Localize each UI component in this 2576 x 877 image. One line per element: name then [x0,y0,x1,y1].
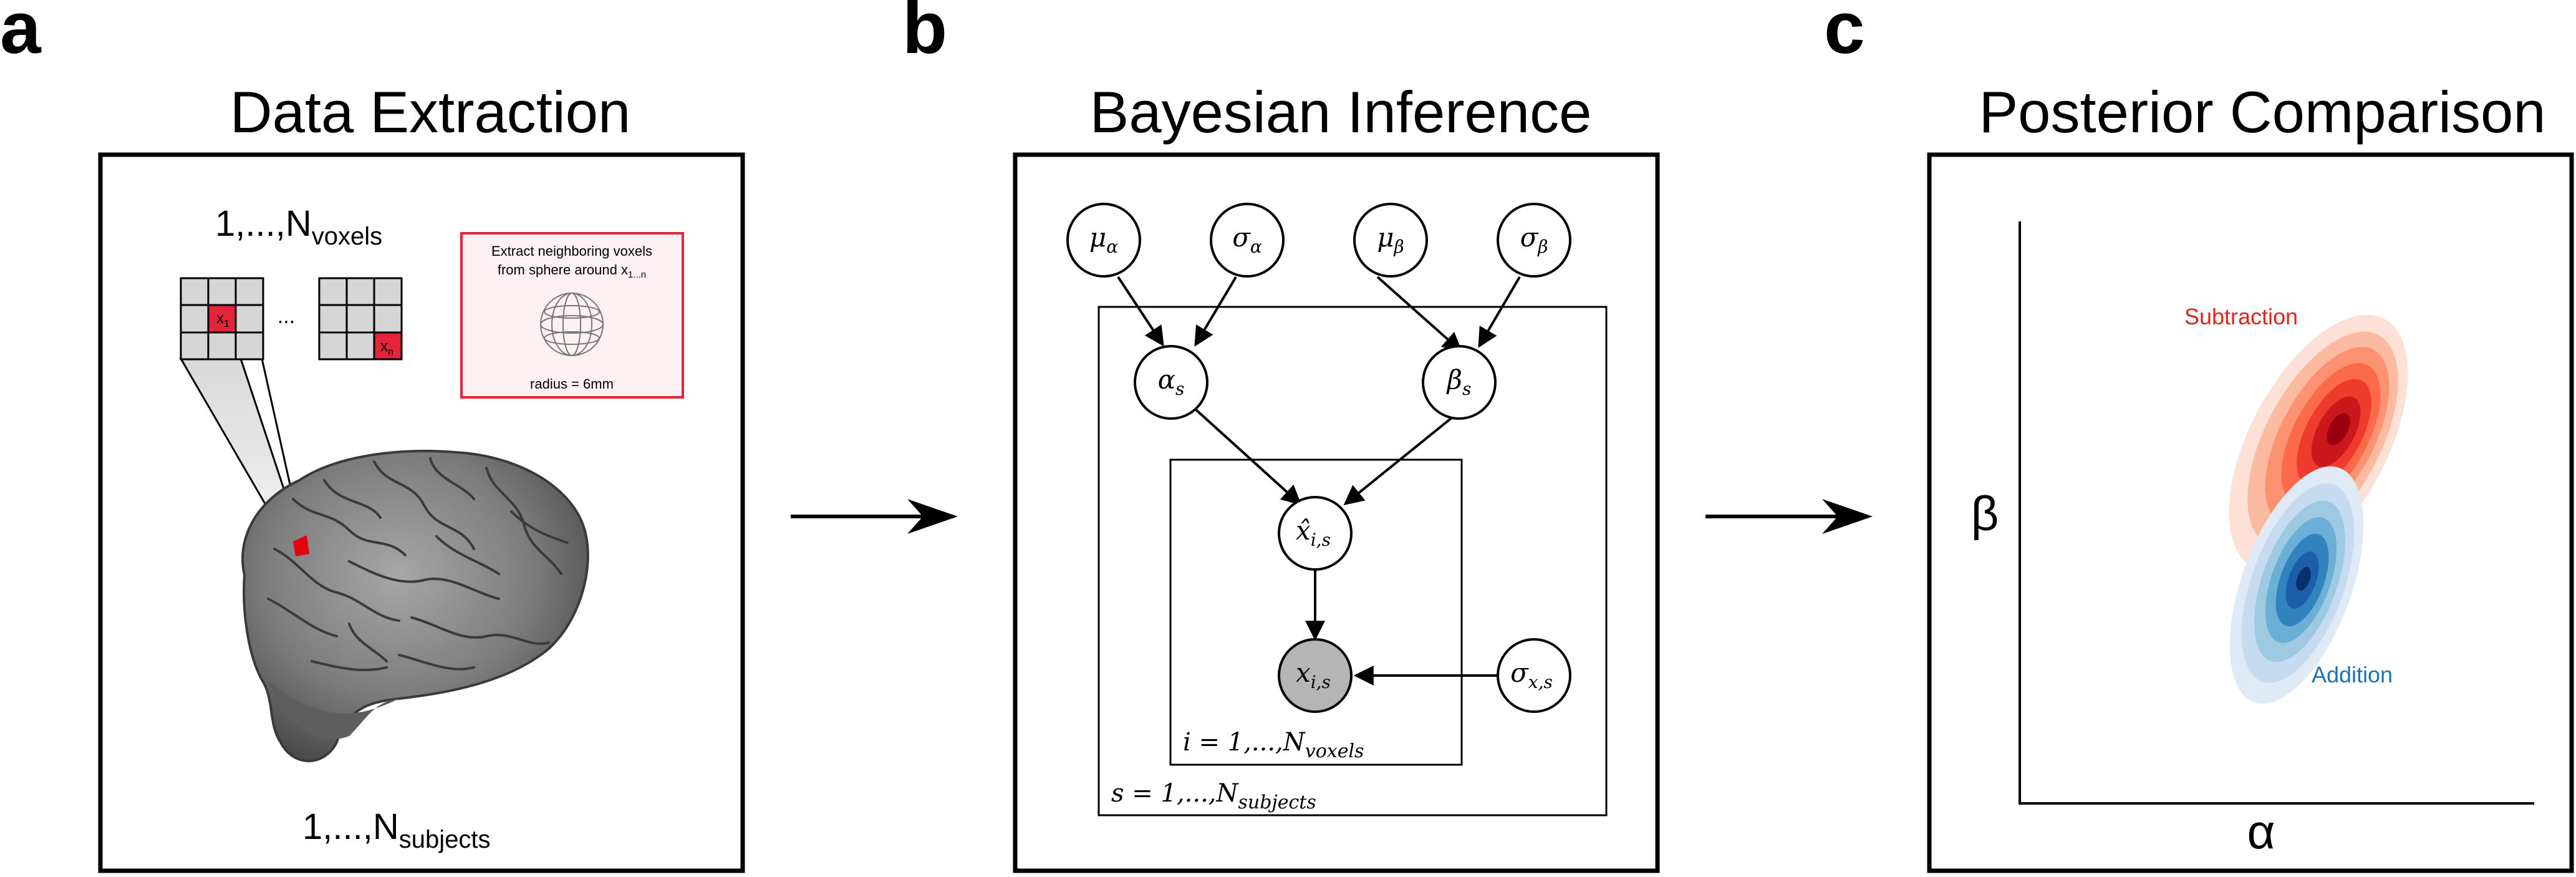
subjects-label: 1,...,Nsubjects [302,807,490,853]
node-sigma-x: σx,s [1497,638,1571,713]
node-x-observed: xi,s [1278,638,1353,713]
svg-text:βs: βs [1446,364,1472,399]
x-axis-label: α [2247,804,2275,859]
svg-text:μβ: μβ [1377,222,1404,257]
panel-c-letter: c [1824,0,1865,69]
panel-a-letter: a [0,0,42,69]
node-xhat: x̂i,s [1278,496,1353,571]
panel-b-letter: b [902,0,947,69]
voxel-xn-label: xn [380,338,393,357]
addition-density [2229,466,2364,704]
inset-radius: radius = 6mm [530,376,614,392]
voxel-grid-first: x1 [180,277,264,361]
panel-b-frame [1013,152,1660,873]
voxel-ellipsis: ... [277,304,295,328]
svg-text:σα: σα [1232,222,1262,257]
panel-b: b Bayesian Inference μα σα μβ [902,0,1660,873]
inset-line2: from sphere around x1...n [498,262,646,280]
node-mu-alpha: μα [1066,203,1141,278]
svg-text:x̂i,s: x̂i,s [1296,515,1331,550]
plate-voxels-label: i = 1,...,Nvoxels [1183,728,1364,762]
brain-image [241,450,589,762]
voxel-grid-last: xn [318,277,403,361]
plate-subjects [1097,306,1608,816]
node-sigma-beta: σβ [1497,203,1571,278]
voxel-x1-label: x1 [216,310,229,329]
y-axis-label: β [1971,486,1999,541]
panel-a-frame [98,152,745,873]
subtraction-density [2229,314,2408,571]
svg-text:σx,s: σx,s [1510,657,1553,692]
svg-text:αs: αs [1158,364,1185,399]
svg-text:xi,s: xi,s [1296,657,1331,692]
panel-a: a Data Extraction 1,...,Nvoxels x1 ... x… [0,0,745,873]
node-sigma-alpha: σα [1210,203,1285,278]
plate-subjects-label: s = 1,...,Nsubjects [1111,779,1316,813]
addition-label: Addition [2312,662,2393,687]
panel-a-title: Data Extraction [230,79,631,145]
node-alpha-s: αs [1134,345,1208,420]
voxels-label: 1,...,Nvoxels [215,203,382,250]
panel-c-title: Posterior Comparison [1979,79,2545,145]
panel-c-frame [1927,152,2574,873]
sphere-icon [540,293,604,356]
node-mu-beta: μβ [1353,203,1428,278]
svg-text:σβ: σβ [1520,222,1548,257]
panel-c: c Posterior Comparison β α Subtra [1824,0,2574,873]
node-beta-s: βs [1422,345,1497,420]
svg-text:μα: μα [1089,222,1118,257]
panel-b-title: Bayesian Inference [1090,79,1592,145]
inset-line1: Extract neighboring voxels [491,243,652,259]
plate-voxels [1169,458,1463,766]
subtraction-label: Subtraction [2184,304,2298,329]
sphere-inset: Extract neighboring voxels from sphere a… [460,232,684,399]
